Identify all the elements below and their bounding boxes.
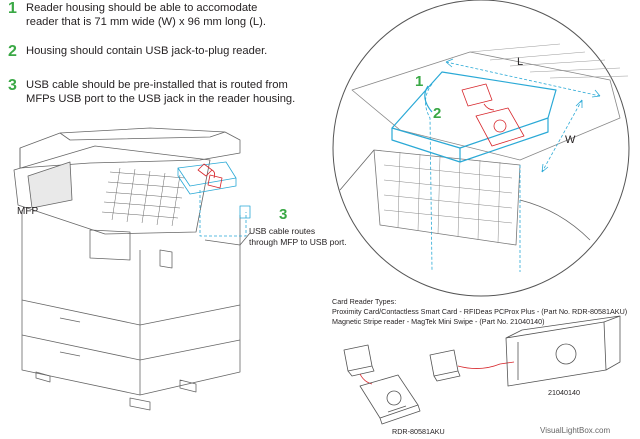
requirement-number: 3 (8, 77, 17, 94)
requirement-number: 1 (8, 0, 17, 17)
card-reader-line-1: Proximity Card/Contactless Smart Card - … (332, 307, 628, 316)
callout-1: 1 (415, 73, 424, 90)
card-reader-title: Card Reader Types: (332, 297, 397, 306)
requirement-2: 2 Housing should contain USB jack-to-plu… (8, 43, 268, 60)
requirement-text: Housing should contain USB jack-to-plug … (26, 45, 268, 57)
card-reader-prox (343, 344, 421, 425)
mfp-illustration (13, 127, 251, 411)
part-number-swipe: 21040140 (548, 388, 580, 397)
requirement-1: 1 Reader housing should be able to accom… (8, 1, 266, 29)
dimension-l: L (517, 56, 524, 68)
cable-route-label: USB cable routes through MFP to USB port… (249, 226, 347, 247)
card-reader-swipe (429, 315, 621, 387)
requirement-text: USB cable should be pre-installed that i… (26, 79, 296, 105)
requirement-number: 2 (8, 43, 17, 60)
dimension-w: W (565, 134, 576, 146)
part-number-prox: RDR-80581AKU (392, 427, 445, 436)
mfp-label: MFP (17, 206, 39, 217)
zoom-detail (332, 0, 630, 297)
requirement-text: Reader housing should be able to accomod… (26, 2, 266, 28)
cable-route-number: 3 (279, 206, 288, 223)
card-reader-line-2: Magnetic Stripe reader - MagTek Mini Swi… (332, 317, 545, 326)
callout-2: 2 (433, 105, 442, 122)
requirement-3: 3 USB cable should be pre-installed that… (8, 78, 295, 106)
watermark: VisualLightBox.com (540, 426, 611, 435)
